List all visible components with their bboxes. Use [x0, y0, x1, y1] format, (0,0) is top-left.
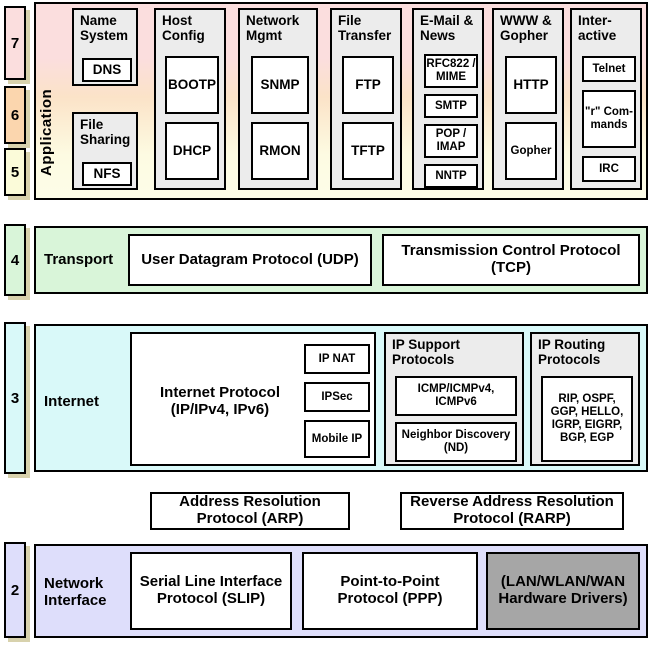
protocol-telnet-label: Telnet — [592, 62, 626, 75]
protocol-telnet[interactable]: Telnet — [582, 56, 636, 82]
protocol-rmon[interactable]: RMON — [251, 122, 309, 180]
protocol-irc-label: IRC — [599, 162, 619, 175]
group-network-mgmt: Network Mgmt SNMP RMON — [238, 8, 318, 190]
layer-number-3: 3 — [4, 322, 26, 474]
protocol-smtp-label: SMTP — [435, 99, 467, 112]
group-file-sharing: File Sharing NFS — [72, 112, 138, 190]
layer-number-6-label: 6 — [10, 106, 20, 124]
protocol-arp-label: Address Resolution Protocol (ARP) — [179, 493, 321, 527]
protocol-rfc822-mime-label: RFC822 / MIME — [426, 58, 476, 83]
protocol-snmp-label: SNMP — [260, 77, 300, 93]
network-interface-layer-label: Network Interface — [44, 575, 107, 609]
protocol-gopher[interactable]: Gopher — [505, 122, 557, 180]
protocol-http-label: HTTP — [513, 77, 549, 93]
protocol-http[interactable]: HTTP — [505, 56, 557, 114]
protocol-ipsec-label: IPSec — [321, 390, 353, 403]
layer-number-6: 6 — [4, 86, 26, 144]
protocol-gopher-label: Gopher — [510, 144, 552, 157]
group-file-sharing-title: File Sharing — [80, 117, 131, 147]
protocol-internet-protocol-label: Internet Protocol (IP/IPv4, IPv6) — [159, 384, 280, 419]
group-email-news-title: E-Mail & News — [420, 13, 474, 43]
group-ip-support-protocols: IP Support Protocols ICMP/ICMPv4, ICMPv6… — [384, 332, 524, 466]
protocol-ipsec[interactable]: IPSec — [304, 382, 370, 412]
protocol-routing-list-label: RIP, OSPF, GGP, HELLO, IGRP, EIGRP, BGP,… — [550, 393, 624, 444]
protocol-icmp-label: ICMP/ICMPv4, ICMPv6 — [417, 383, 495, 408]
protocol-nntp-label: NNTP — [435, 169, 467, 182]
protocol-irc[interactable]: IRC — [582, 156, 636, 182]
protocol-r-commands[interactable]: "r" Com-mands — [582, 90, 636, 148]
protocol-ftp-label: FTP — [355, 77, 381, 93]
group-file-transfer: File Transfer FTP TFTP — [330, 8, 402, 190]
internet-layer-label: Internet — [44, 393, 100, 410]
protocol-nfs-label: NFS — [93, 166, 121, 182]
protocol-dns[interactable]: DNS — [82, 58, 132, 82]
group-email-news: E-Mail & News RFC822 / MIME SMTP POP / I… — [412, 8, 484, 190]
layer-number-7-label: 7 — [10, 34, 20, 52]
protocol-ip-nat[interactable]: IP NAT — [304, 344, 370, 374]
protocol-tftp-label: TFTP — [351, 143, 385, 159]
group-name-system-title: Name System — [80, 13, 129, 43]
protocol-rarp-label: Reverse Address Resolution Protocol (RAR… — [410, 493, 614, 527]
protocol-tcp-label: Transmission Control Protocol (TCP) — [401, 242, 621, 276]
protocol-mobile-ip-label: Mobile IP — [311, 432, 363, 445]
protocol-slip-label: Serial Line Interface Protocol (SLIP) — [139, 573, 283, 607]
protocol-r-commands-label: "r" Com-mands — [585, 106, 633, 131]
protocol-icmp[interactable]: ICMP/ICMPv4, ICMPv6 — [395, 376, 517, 416]
group-ip-routing-protocols: IP Routing Protocols RIP, OSPF, GGP, HEL… — [530, 332, 640, 466]
group-host-config: Host Config BOOTP DHCP — [154, 8, 226, 190]
group-interactive: Inter-active Telnet "r" Com-mands IRC — [570, 8, 642, 190]
layer-number-3-label: 3 — [10, 389, 20, 407]
group-file-transfer-title: File Transfer — [338, 13, 392, 43]
protocol-internet-protocol-box[interactable]: Internet Protocol (IP/IPv4, IPv6) IP NAT… — [130, 332, 376, 466]
protocol-pop-imap-label: POP / IMAP — [435, 128, 467, 153]
protocol-neighbor-discovery-label: Neighbor Discovery (ND) — [401, 429, 511, 454]
group-www-gopher: WWW & Gopher HTTP Gopher — [492, 8, 564, 190]
protocol-tcp[interactable]: Transmission Control Protocol (TCP) — [382, 234, 640, 286]
protocol-neighbor-discovery[interactable]: Neighbor Discovery (ND) — [395, 422, 517, 462]
protocol-ppp[interactable]: Point-to-Point Protocol (PPP) — [302, 552, 478, 630]
protocol-hardware-drivers-label: (LAN/WLAN/WAN Hardware Drivers) — [498, 573, 628, 607]
layer-number-4: 4 — [4, 224, 26, 296]
protocol-dhcp-label: DHCP — [172, 143, 212, 159]
layer-number-2-label: 2 — [10, 581, 20, 599]
application-layer-label: Application — [38, 88, 55, 176]
protocol-smtp[interactable]: SMTP — [424, 94, 478, 118]
layer-number-4-label: 4 — [10, 251, 20, 269]
protocol-bootp[interactable]: BOOTP — [165, 56, 219, 114]
protocol-tftp[interactable]: TFTP — [342, 122, 394, 180]
protocol-ppp-label: Point-to-Point Protocol (PPP) — [337, 573, 443, 607]
group-ip-routing-protocols-title: IP Routing Protocols — [538, 337, 606, 367]
protocol-snmp[interactable]: SNMP — [251, 56, 309, 114]
protocol-rfc822-mime[interactable]: RFC822 / MIME — [424, 54, 478, 88]
protocol-arp[interactable]: Address Resolution Protocol (ARP) — [150, 492, 350, 530]
group-name-system: Name System DNS — [72, 8, 138, 86]
protocol-udp[interactable]: User Datagram Protocol (UDP) — [128, 234, 372, 286]
protocol-rmon-label: RMON — [259, 143, 301, 159]
protocol-slip[interactable]: Serial Line Interface Protocol (SLIP) — [130, 552, 292, 630]
layer-number-7: 7 — [4, 6, 26, 80]
protocol-mobile-ip[interactable]: Mobile IP — [304, 420, 370, 458]
protocol-nfs[interactable]: NFS — [82, 162, 132, 186]
protocol-ip-nat-label: IP NAT — [318, 352, 356, 365]
protocol-dns-label: DNS — [92, 62, 122, 78]
group-network-mgmt-title: Network Mgmt — [246, 13, 300, 43]
group-host-config-title: Host Config — [162, 13, 205, 43]
protocol-nntp[interactable]: NNTP — [424, 164, 478, 188]
protocol-ftp[interactable]: FTP — [342, 56, 394, 114]
layer-number-2: 2 — [4, 542, 26, 638]
protocol-rarp[interactable]: Reverse Address Resolution Protocol (RAR… — [400, 492, 624, 530]
protocol-routing-list[interactable]: RIP, OSPF, GGP, HELLO, IGRP, EIGRP, BGP,… — [541, 376, 633, 462]
layer-number-5: 5 — [4, 148, 26, 196]
protocol-dhcp[interactable]: DHCP — [165, 122, 219, 180]
protocol-hardware-drivers[interactable]: (LAN/WLAN/WAN Hardware Drivers) — [486, 552, 640, 630]
group-www-gopher-title: WWW & Gopher — [500, 13, 552, 43]
protocol-bootp-label: BOOTP — [167, 77, 216, 93]
transport-layer-label: Transport — [44, 251, 114, 268]
group-ip-support-protocols-title: IP Support Protocols — [392, 337, 461, 367]
layer-number-5-label: 5 — [10, 163, 20, 181]
protocol-pop-imap[interactable]: POP / IMAP — [424, 124, 478, 158]
protocol-udp-label: User Datagram Protocol (UDP) — [141, 250, 359, 268]
group-interactive-title: Inter-active — [578, 13, 617, 43]
